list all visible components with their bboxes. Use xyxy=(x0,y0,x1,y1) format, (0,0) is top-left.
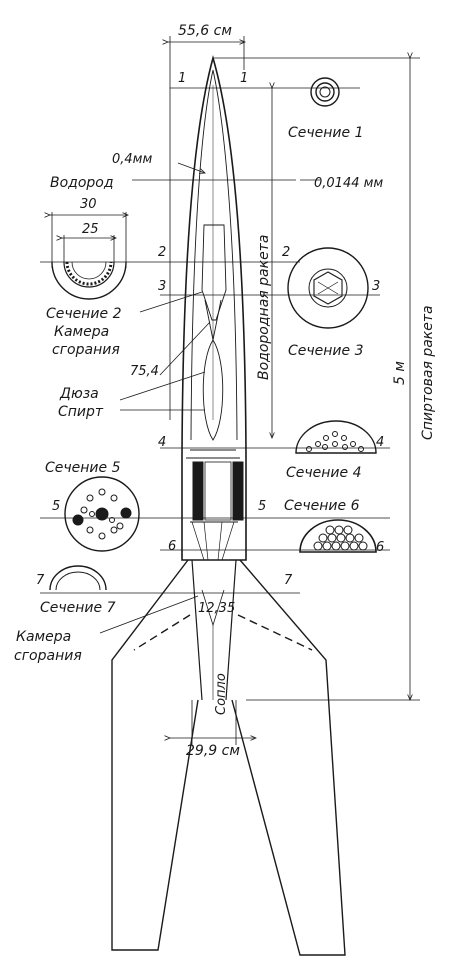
label-alcohol-rocket: Спиртовая ракета xyxy=(420,305,436,440)
dim-throat: 75,4 xyxy=(130,364,159,379)
cut-2-right: 2 xyxy=(282,245,290,260)
label-hydrogen-rocket: Водородная ракета xyxy=(256,235,272,380)
section-3-drawing xyxy=(287,247,369,329)
section-cut-lines xyxy=(40,87,390,634)
dim-top-width: 55,6 см xyxy=(178,23,232,39)
section-6-label: Сечение 6 xyxy=(284,498,360,514)
cut-5-right: 5 xyxy=(258,499,266,514)
section-1-label: Сечение 1 xyxy=(288,125,364,141)
label-duza: Дюза xyxy=(59,386,99,402)
cut-1-right: 1 xyxy=(240,71,248,86)
section-4-drawing xyxy=(295,420,377,454)
section-2-drawing xyxy=(51,261,127,300)
section-1-drawing xyxy=(310,77,340,107)
rocket-body xyxy=(181,55,247,701)
cut-3-right: 3 xyxy=(372,279,380,294)
dim-section2-outer: 30 xyxy=(80,197,97,212)
dim-section2-inner: 25 xyxy=(82,222,99,237)
section-6-drawing xyxy=(299,519,377,553)
cut-5-left: 5 xyxy=(52,499,60,514)
label-combustion-1a: Камера xyxy=(54,324,109,340)
dim-skin-thickness: 0,4мм xyxy=(112,152,152,167)
section-5-label: Сечение 5 xyxy=(45,460,121,476)
cut-4-right: 4 xyxy=(376,435,384,450)
label-combustion-2a: Камера xyxy=(16,629,71,645)
section-2-label: Сечение 2 xyxy=(46,306,122,322)
cut-6-right: 6 xyxy=(376,540,384,555)
dim-wall-thickness: 0,0144 мм xyxy=(314,176,383,191)
cut-7-left: 7 xyxy=(36,573,45,588)
label-nozzle-soplo: Сопло xyxy=(214,673,229,715)
dim-length: 5 м xyxy=(392,361,408,385)
label-combustion-2b: сгорания xyxy=(14,648,82,664)
cut-6-left: 6 xyxy=(168,539,176,554)
dimension-lines xyxy=(50,36,420,745)
cut-4-left: 4 xyxy=(158,435,166,450)
section-3-label: Сечение 3 xyxy=(288,343,364,359)
cut-2-left: 2 xyxy=(158,245,166,260)
fin-right xyxy=(231,559,346,956)
label-hydrogen: Водород xyxy=(50,175,114,191)
section-7-label: Сечение 7 xyxy=(40,600,116,616)
cut-3-left: 3 xyxy=(158,279,166,294)
dim-bottom-width: 29,9 см xyxy=(186,743,240,759)
label-alcohol: Спирт xyxy=(58,404,104,420)
section-5-drawing xyxy=(64,476,140,552)
fin-left xyxy=(111,559,199,951)
section-7-drawing xyxy=(49,565,107,591)
cut-1-left: 1 xyxy=(178,71,186,86)
section-4-label: Сечение 4 xyxy=(286,465,362,481)
cut-7-right: 7 xyxy=(284,573,293,588)
label-combustion-1b: сгорания xyxy=(52,342,120,358)
dim-lower-throat: 12,35 xyxy=(198,601,235,616)
